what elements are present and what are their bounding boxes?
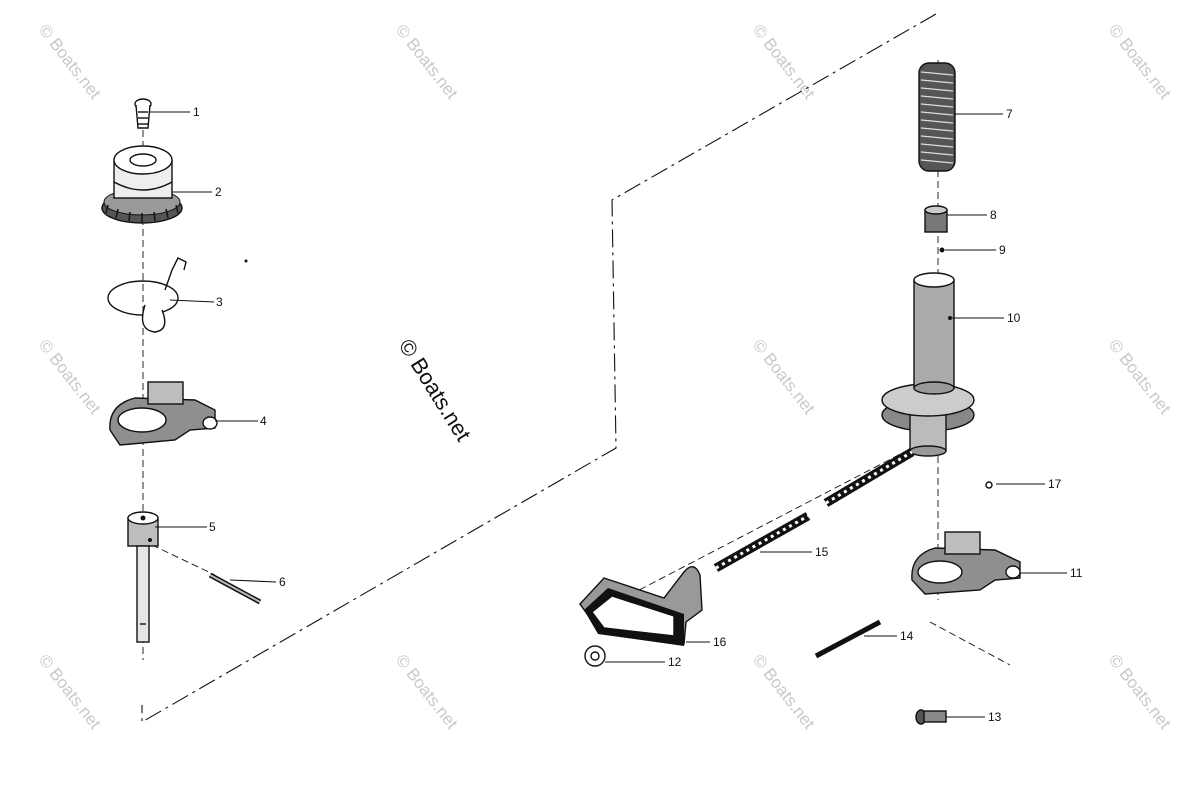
part-12-ring [584, 645, 606, 667]
callout-17: 17 [1048, 477, 1062, 491]
watermark-tile: © Boats.net [392, 21, 462, 103]
stray-mark [244, 259, 248, 263]
watermark-tile: © Boats.net [35, 21, 105, 103]
watermark-tile: © Boats.net [1105, 336, 1175, 418]
callout-14: 14 [900, 629, 914, 643]
callout-13: 13 [988, 710, 1002, 724]
part-5-hub-with-shaft [127, 511, 159, 643]
part-9-small-pin [939, 247, 945, 253]
callout-10: 10 [1007, 311, 1021, 325]
watermark-tile: © Boats.net [1105, 21, 1175, 103]
assembly-boundary-line [141, 13, 937, 723]
callout-8: 8 [990, 208, 997, 222]
callout-5: 5 [209, 520, 216, 534]
watermark-tile: © Boats.net [35, 651, 105, 733]
part-7-spring [918, 62, 956, 172]
callout-11: 11 [1070, 566, 1083, 580]
watermark-tile: © Boats.net [749, 651, 819, 733]
callout-3: 3 [216, 295, 223, 309]
part-14-rod [814, 619, 882, 659]
callout-15: 15 [815, 545, 829, 559]
part-1-screw [134, 98, 152, 129]
callout-12: 12 [668, 655, 682, 669]
callout-leaders [150, 111, 1067, 718]
part-15-starter-rope [713, 448, 915, 572]
part-10-starter-housing [881, 272, 975, 457]
part-13-bolt [915, 709, 947, 725]
watermark-tile: © Boats.net [1105, 651, 1175, 733]
part-17-small-screw [985, 481, 993, 489]
callout-7: 7 [1006, 107, 1013, 121]
part-6-pin [208, 572, 262, 605]
watermark-tile: © Boats.net [35, 336, 105, 418]
callout-2: 2 [215, 185, 222, 199]
callout-6: 6 [279, 575, 286, 589]
callout-9: 9 [999, 243, 1006, 257]
part-8-collar [924, 205, 948, 233]
part-11-cam-arm [911, 531, 1021, 595]
bolt-axis-line [929, 621, 1011, 666]
pin-axis-line [151, 544, 216, 576]
watermark-tile: © Boats.net [749, 336, 819, 418]
callout-labels: 1 2 3 4 5 6 7 8 9 10 11 12 13 14 15 16 1… [193, 105, 1083, 724]
part-3-spring-clip [107, 257, 187, 333]
part-16-starter-handle [579, 566, 703, 646]
callout-4: 4 [260, 414, 267, 428]
callout-1: 1 [193, 105, 200, 119]
watermark-center: © Boats.net [394, 334, 476, 445]
watermark-tile: © Boats.net [749, 21, 819, 103]
part-4-cam-arm [109, 381, 218, 446]
part-2-rewind-pulley [101, 145, 183, 224]
callout-16: 16 [713, 635, 727, 649]
handle-axis-line [619, 447, 913, 601]
watermark-tile: © Boats.net [392, 651, 462, 733]
